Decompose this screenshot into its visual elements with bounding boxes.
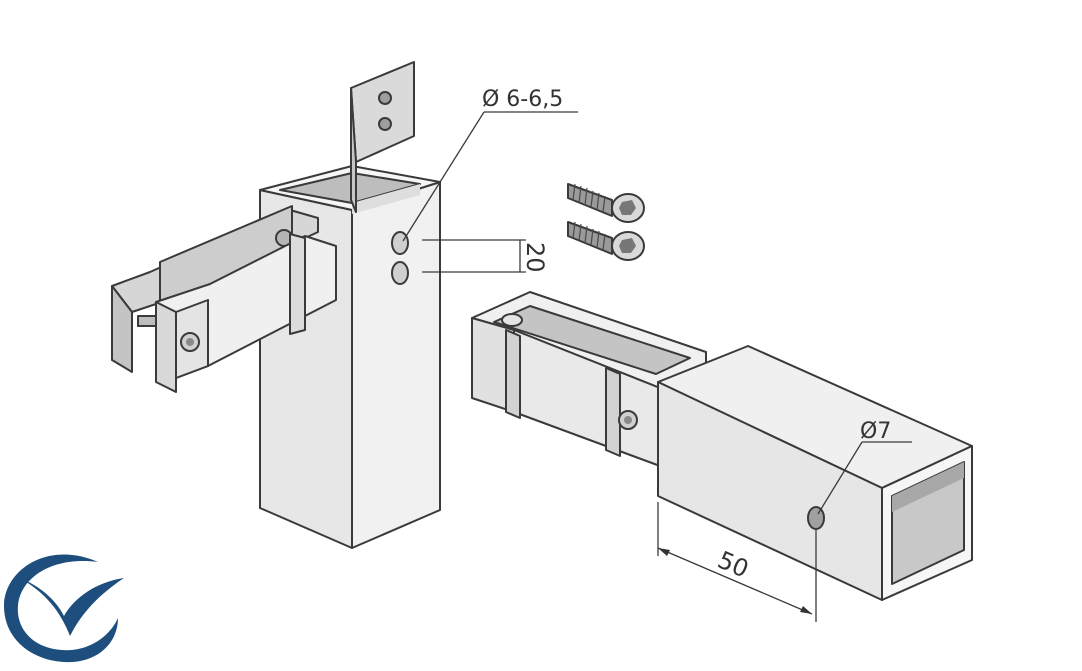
hole-spacing-dimension: 20 (422, 239, 549, 273)
post-hole-upper (391, 231, 409, 255)
tube-hole-diameter-callout: Ø7 (817, 419, 912, 515)
screw-lower (567, 221, 645, 261)
hole-spacing-label: 20 (521, 242, 549, 273)
square-tube-insert (657, 345, 973, 601)
tube-hole-diameter-label: Ø7 (860, 419, 891, 444)
left-clamp-bracket (111, 205, 337, 393)
post-hole-diameter-callout: Ø 6-6,5 (402, 87, 578, 242)
mounting-tab (350, 61, 415, 213)
post-hole-diameter-label: Ø 6-6,5 (482, 87, 563, 112)
screw-upper (567, 183, 645, 223)
post-hole-lower (391, 261, 409, 285)
insert-length-label: 50 (714, 546, 753, 584)
tube-hole (807, 506, 825, 530)
seagull-circle-logo (4, 554, 124, 663)
right-clamp-bracket (471, 291, 707, 467)
